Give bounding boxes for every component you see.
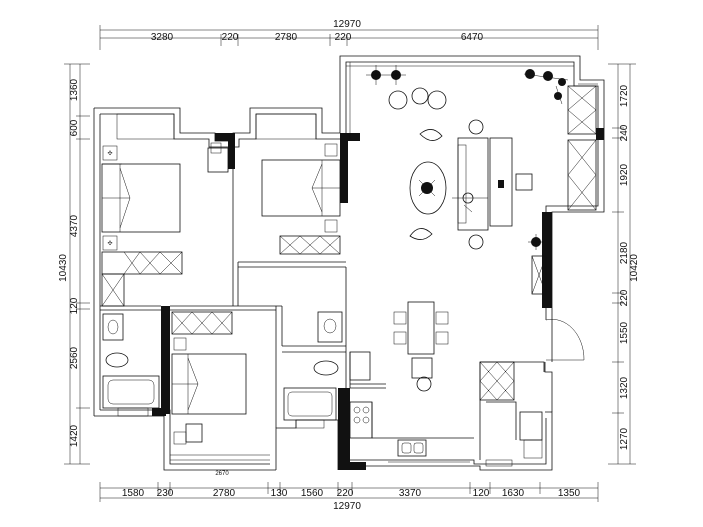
dim-top-3: 2780 <box>275 32 298 43</box>
bathroom-1 <box>102 313 160 417</box>
dim-left-total: 10430 <box>58 254 69 282</box>
bedroom-1: ✣ ✣ <box>101 142 229 307</box>
dim-bottom-8: 120 <box>473 488 490 499</box>
dim-bottom-total: 12970 <box>333 501 361 512</box>
master-bedroom <box>116 113 247 445</box>
dim-right-7: 1320 <box>619 376 630 399</box>
dining-area <box>393 301 449 392</box>
dim-top-total: 12970 <box>333 19 361 30</box>
dim-left-2: 600 <box>69 119 80 136</box>
dimension-left: 1360 600 4370 120 2560 1420 10430 <box>58 63 90 465</box>
dim-right-2: 240 <box>619 124 630 141</box>
bedroom-2 <box>255 113 341 255</box>
dim-left-3: 4370 <box>69 214 80 237</box>
dim-left-5: 2560 <box>69 346 80 369</box>
svg-text:✣: ✣ <box>107 240 112 247</box>
dim-right-3: 1920 <box>619 163 630 186</box>
dim-left-1: 1360 <box>69 78 80 101</box>
kitchen <box>349 319 585 467</box>
dim-top-2: 220 <box>222 32 239 43</box>
dim-right-1: 1720 <box>619 84 630 107</box>
dim-top-5: 6470 <box>461 32 484 43</box>
dimension-right: 1720 240 1920 2180 220 1550 1320 1270 10… <box>608 63 640 465</box>
dim-left-6: 1420 <box>69 424 80 447</box>
dim-right-8: 1270 <box>619 427 630 450</box>
bathroom-2 <box>283 311 371 429</box>
windows <box>346 62 598 463</box>
dim-bottom-6: 220 <box>337 488 354 499</box>
dim-bottom-3: 2780 <box>213 488 236 499</box>
solid-walls <box>152 128 604 470</box>
dim-bottom-9: 1630 <box>502 488 525 499</box>
dim-bottom-7: 3370 <box>399 488 422 499</box>
interior-walls <box>100 141 545 460</box>
dim-bottom-2: 230 <box>157 488 174 499</box>
dim-right-5: 220 <box>619 289 630 306</box>
dim-bottom-5: 1560 <box>301 488 324 499</box>
dim-right-total: 10420 <box>629 254 640 282</box>
dimension-top: 12970 3280 220 2780 220 6470 <box>99 19 599 50</box>
svg-text:✣: ✣ <box>107 150 112 157</box>
living-room <box>366 65 597 295</box>
dim-top-4: 220 <box>335 32 352 43</box>
dim-bottom-10: 1350 <box>558 488 581 499</box>
dim-bottom-1: 1580 <box>122 488 145 499</box>
dim-right-4: 2180 <box>619 241 630 264</box>
dim-bottom-4: 130 <box>271 488 288 499</box>
dim-right-6: 1550 <box>619 321 630 344</box>
dim-left-4: 120 <box>69 297 80 314</box>
balcony-width-label: 2670 <box>215 471 229 477</box>
dimension-bottom: 1580 230 2780 130 1560 220 3370 120 1630… <box>99 482 599 512</box>
dim-top-1: 3280 <box>151 32 174 43</box>
